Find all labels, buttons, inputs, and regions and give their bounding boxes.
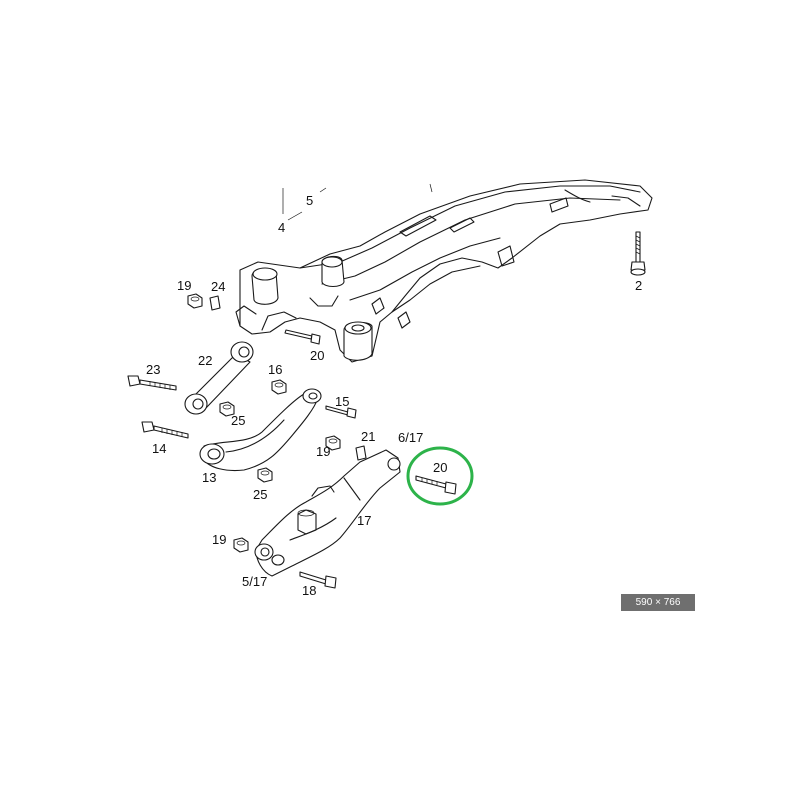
label-13: 13 [202,470,216,485]
nut-19-top [187,293,203,309]
bolt-20-upper [284,329,321,345]
label-19-middle: 19 [316,444,330,459]
label-20-upper: 20 [310,348,324,363]
nut-25-lower [257,467,273,483]
label-5-17: 5/17 [242,574,267,589]
label-6-17: 6/17 [398,430,423,445]
trailing-arm-17 [254,449,401,577]
nut-25-upper [219,401,235,417]
nut-16 [271,379,287,395]
label-19-top: 19 [177,278,191,293]
label-20-highlighted: 20 [433,460,447,475]
bolt-18 [299,571,337,589]
nut-19-lower [233,537,249,553]
label-18: 18 [302,583,316,598]
label-23: 23 [146,362,160,377]
label-4: 4 [278,220,285,235]
rear-subframe [235,179,653,363]
image-size-badge: 590 × 766 [621,594,695,611]
bolt-23 [127,375,177,391]
label-21: 21 [361,429,375,444]
highlight-circle [406,446,474,506]
label-24: 24 [211,279,225,294]
label-17: 17 [357,513,371,528]
label-14: 14 [152,441,166,456]
nut-19-middle [325,435,341,451]
label-19-lower: 19 [212,532,226,547]
label-2: 2 [635,278,642,293]
bolt-15 [325,405,357,419]
bolt-2 [630,231,646,276]
label-16: 16 [268,362,282,377]
label-15: 15 [335,394,349,409]
label-25-lower: 25 [253,487,267,502]
label-22: 22 [198,353,212,368]
washer-24 [209,295,221,311]
washer-21 [355,445,367,461]
control-arm-13 [199,388,322,472]
label-5: 5 [306,193,313,208]
bolt-20-highlighted [415,475,457,495]
link-arm-22 [184,341,254,415]
label-25-upper: 25 [231,413,245,428]
bolt-14 [141,421,189,439]
